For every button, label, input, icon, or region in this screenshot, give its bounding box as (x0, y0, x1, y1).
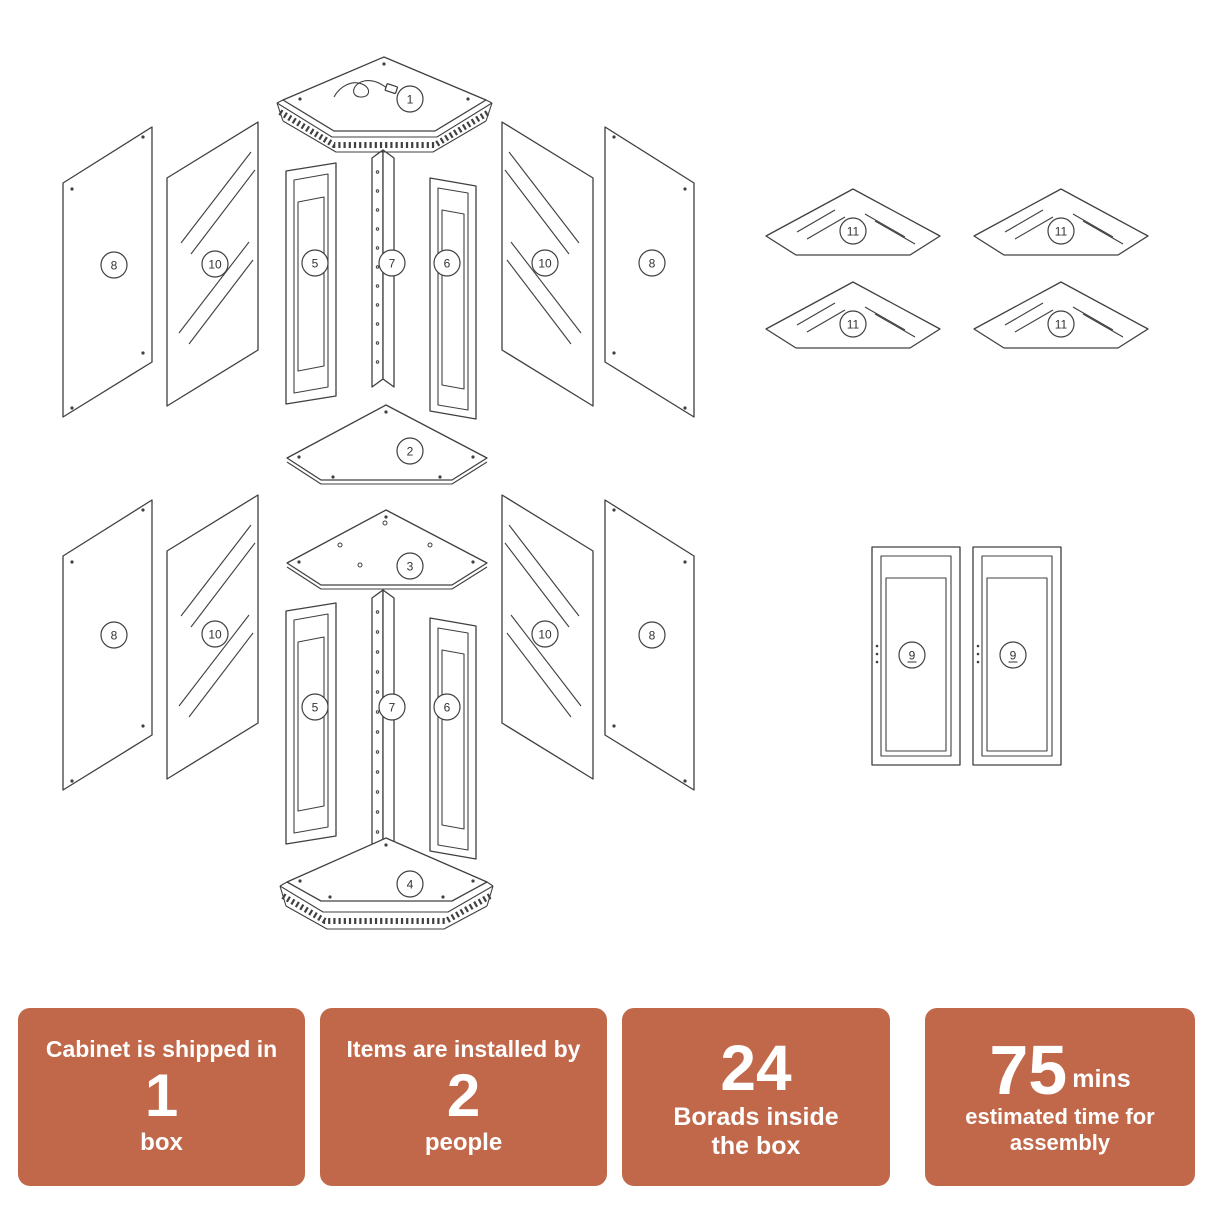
part-label: 11 (1047, 310, 1075, 338)
part-label: 5 (301, 249, 329, 277)
part-label: 7 (378, 693, 406, 721)
svg-text:9: 9 (909, 649, 916, 663)
board-count-line2: the box (711, 1131, 801, 1160)
assembly-time-row: 75 mins (989, 1031, 1131, 1110)
part-label: 6 (433, 693, 461, 721)
svg-text:8: 8 (649, 257, 656, 271)
part-5-top-door-frame (285, 162, 337, 405)
svg-text:2: 2 (407, 445, 414, 459)
board-count: 24 (720, 1031, 792, 1104)
shipping-box-count: 1 (144, 1062, 179, 1129)
assembly-minutes: 75 (989, 1031, 1068, 1110)
svg-text:11: 11 (847, 318, 860, 332)
part-label: 7 (378, 249, 406, 277)
part-1-top-crown (276, 56, 493, 153)
info-box-installers: Items are installed by 2 people (320, 1008, 607, 1186)
svg-text:4: 4 (407, 878, 414, 892)
part-4-base (279, 837, 494, 930)
part-label: 10 (531, 249, 559, 277)
svg-text:3: 3 (407, 560, 414, 574)
svg-text:9: 9 (1010, 649, 1017, 663)
part-label: 9 (898, 641, 926, 669)
part-label: 10 (201, 620, 229, 648)
power-cord-icon (333, 80, 389, 98)
part-5-bottom-door-frame (285, 602, 337, 845)
installers-count: 2 (446, 1062, 481, 1129)
svg-text:5: 5 (312, 257, 319, 271)
power-plug-icon (384, 83, 399, 95)
svg-text:8: 8 (111, 259, 118, 273)
svg-text:5: 5 (312, 701, 319, 715)
part-label: 5 (301, 693, 329, 721)
svg-text:10: 10 (538, 628, 552, 642)
svg-text:7: 7 (389, 701, 396, 715)
part-label: 11 (1047, 217, 1075, 245)
part-label: 11 (839, 310, 867, 338)
part-6-bottom-door-frame (429, 617, 477, 860)
part-label: 10 (531, 620, 559, 648)
svg-text:1: 1 (407, 93, 414, 107)
part-label: 4 (396, 870, 424, 898)
svg-text:10: 10 (538, 257, 552, 271)
part-label: 3 (396, 552, 424, 580)
part-label: 10 (201, 250, 229, 278)
svg-text:6: 6 (444, 701, 451, 715)
svg-text:8: 8 (649, 629, 656, 643)
part-3-fixed-shelf (286, 509, 488, 590)
part-label: 8 (100, 621, 128, 649)
svg-text:11: 11 (847, 225, 860, 239)
info-box-shipping: Cabinet is shipped in 1 box (18, 1008, 305, 1186)
assembly-diagram: 1 8 10 5 7 6 10 8 2 11 11 11 11 3 8 10 5 7 6 10 8 4 9 9 (62, 56, 1149, 930)
assembly-time-line2: assembly (1009, 1130, 1111, 1156)
assembly-minutes-unit: mins (1072, 1064, 1131, 1093)
svg-text:7: 7 (389, 257, 396, 271)
part-label: 2 (396, 437, 424, 465)
part-label-layer: 1 8 10 5 7 6 10 8 2 11 11 11 11 3 8 10 5 7 6 10 8 4 9 9 (100, 85, 1075, 898)
svg-text:11: 11 (1055, 318, 1068, 332)
part-label: 1 (396, 85, 424, 113)
svg-text:10: 10 (208, 258, 222, 272)
installers-unit-label: people (424, 1128, 503, 1156)
svg-text:6: 6 (444, 257, 451, 271)
part-label: 8 (638, 621, 666, 649)
part-label: 6 (433, 249, 461, 277)
info-box-board-count: 24 Borads inside the box (622, 1008, 890, 1186)
part-label: 11 (839, 217, 867, 245)
svg-text:8: 8 (111, 629, 118, 643)
svg-text:10: 10 (208, 628, 222, 642)
shipping-text: Cabinet is shipped in (45, 1036, 278, 1063)
svg-text:11: 11 (1055, 225, 1068, 239)
info-box-assembly-time: 75 mins estimated time for assembly (925, 1008, 1195, 1186)
part-2-top-shelf (286, 404, 488, 485)
part-label: 9 (999, 641, 1027, 669)
board-count-line1: Borads inside (673, 1102, 839, 1131)
installers-text: Items are installed by (346, 1036, 581, 1063)
shipping-unit-label: box (140, 1128, 183, 1156)
part-6-top-door-frame (429, 177, 477, 420)
part-label: 8 (638, 249, 666, 277)
part-label: 8 (100, 251, 128, 279)
assembly-time-line1: estimated time for (965, 1103, 1155, 1129)
